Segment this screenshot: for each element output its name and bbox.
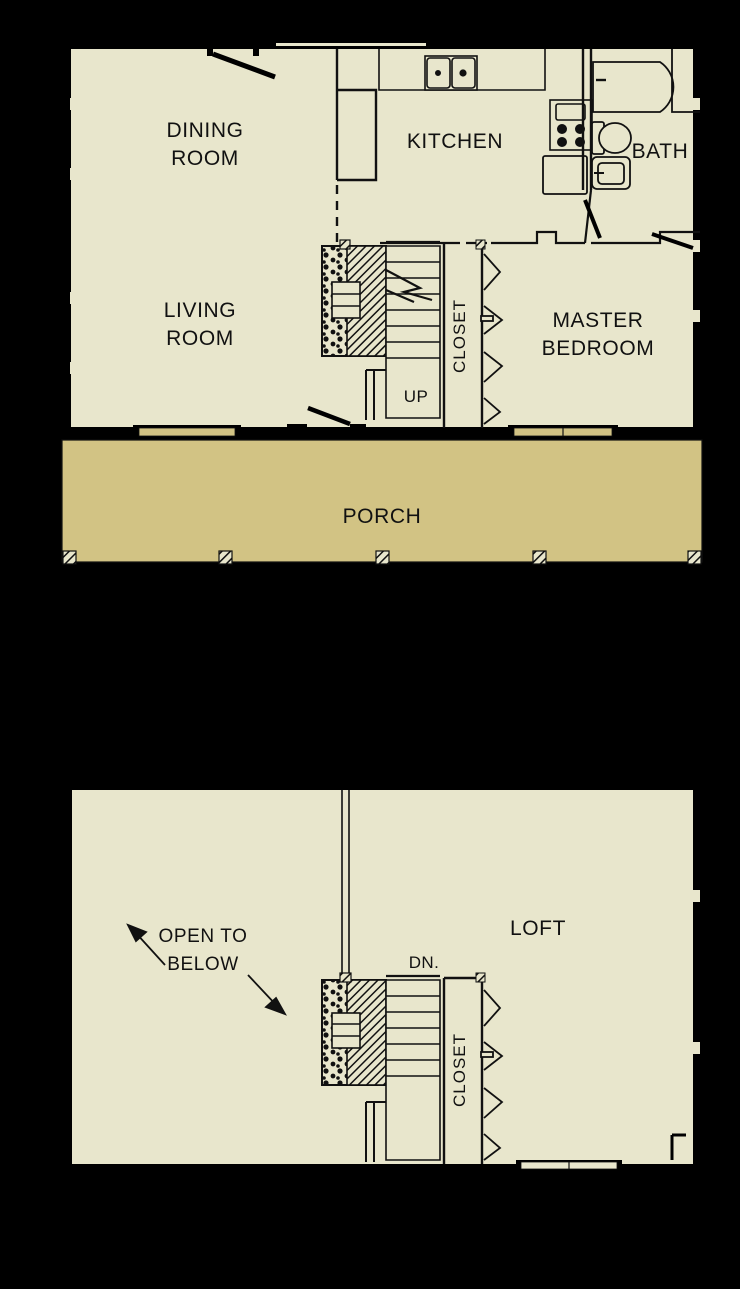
closet-bifold-doors [480,253,504,425]
stairs-down-label: DN. [409,953,439,972]
closet-label-first-floor: CLOSET [450,299,469,373]
first-floor-slab [70,48,700,432]
bath-partition-wall [581,49,593,190]
bath-door-swing [583,199,602,239]
porch-slab [61,439,703,563]
stairs-up-label: UP [404,387,428,406]
kitchen-sink-icon [426,57,476,89]
kitchen-label: KITCHEN [407,130,503,153]
closet-walls-loft [442,972,486,1164]
loft-railing [341,790,350,976]
bathtub-icon [592,61,675,113]
top-wall-window-band [272,41,430,48]
closet-walls-first-floor [442,239,486,428]
dining-room-label-line2: ROOM [171,147,239,170]
staircase-down [365,974,441,1162]
porch-posts [62,550,702,565]
open-to-below-arrow-upleft [126,923,166,966]
vanity-sink-icon [591,156,631,190]
loft-bottom-window [516,1160,622,1172]
living-room-label-line2: ROOM [166,327,234,350]
staircase-up [365,240,441,420]
refrigerator-icon [542,155,588,195]
bottom-wall-window-right [508,425,618,439]
bathtub-alcove-wall [671,49,700,113]
open-to-below-arrow-downright [247,974,287,1016]
kitchen-counter-and-sink [378,49,546,91]
kitchen-partition-wall [335,49,378,248]
fireplace [321,239,387,357]
closet-bifold-doors-loft [480,989,504,1161]
bath-label: BATH [632,140,689,163]
master-bedroom-label-line2: BEDROOM [542,337,655,360]
fireplace-loft [321,972,387,1086]
loft-exterior-walls [64,782,702,1172]
first-floor-plan: DINING ROOM LIVING ROOM KITCHEN [61,40,703,565]
bottom-wall-window-left [133,425,241,439]
attic-access-dashed-corner [670,1133,700,1160]
master-bedroom-door-swing [651,232,694,250]
loft-label: LOFT [510,917,566,940]
master-bedroom-label-line1: MASTER [552,309,643,332]
open-to-below-label-line2: BELOW [167,954,239,975]
porch-label: PORCH [343,505,422,528]
toilet-icon [591,121,632,155]
living-room-label-line1: LIVING [164,299,236,322]
living-entry-door-swing [287,405,366,437]
dining-room-label-line1: DINING [166,119,243,142]
front-door-swing-top [207,44,276,80]
cooktop-icon [549,99,593,151]
closet-label-loft: CLOSET [450,1033,469,1107]
loft-floor-plan: OPEN TO BELOW DN. [64,782,702,1172]
open-to-below-label-line1: OPEN TO [158,926,247,947]
